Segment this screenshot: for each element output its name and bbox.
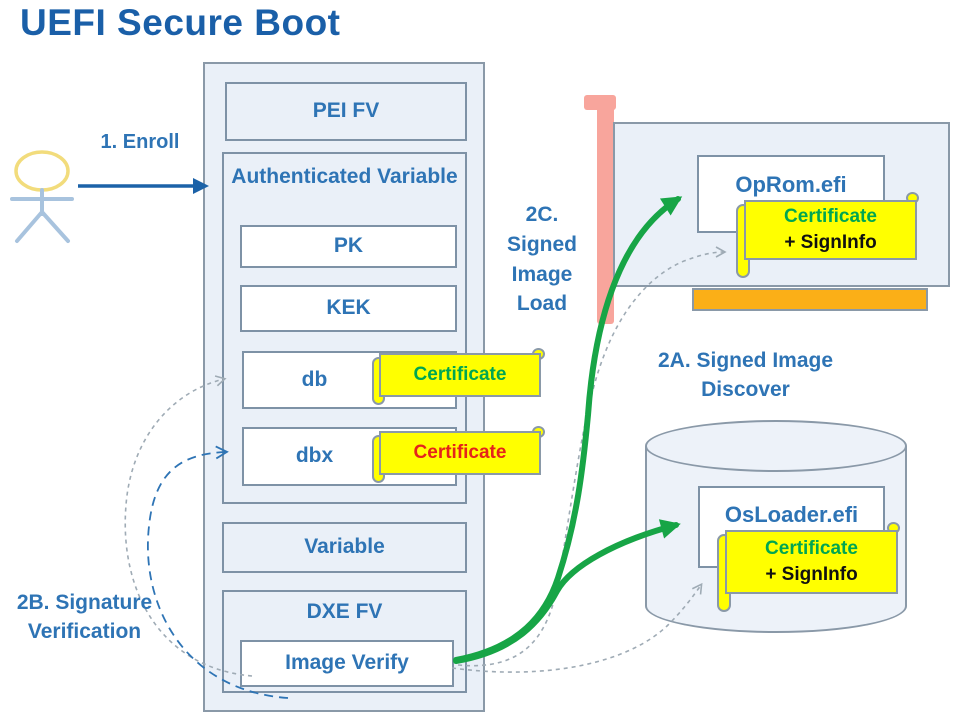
- db-label: db: [301, 367, 328, 391]
- image-verify-box: Image Verify: [240, 640, 454, 687]
- oprom-certificate-scroll: Certificate + SignInfo: [736, 192, 919, 278]
- page-title: UEFI Secure Boot: [20, 2, 341, 43]
- actor-figure: [10, 150, 74, 243]
- dbx-label: dbx: [295, 444, 334, 468]
- pei-fv-label: PEI FV: [312, 99, 380, 123]
- os-storage-cylinder-top: [645, 420, 907, 472]
- dxe-fv-label: DXE FV: [306, 600, 383, 623]
- variable-label: Variable: [304, 535, 385, 559]
- pei-fv-box: PEI FV: [225, 82, 467, 141]
- pci-bracket-bar: [597, 95, 614, 324]
- variable-box: Variable: [222, 522, 467, 573]
- signed-image-discover-label: 2A. Signed Image Discover: [657, 349, 834, 402]
- certificate-text: Certificate: [413, 364, 507, 386]
- oprom-card-connector: [692, 288, 928, 311]
- signinfo-text: + SignInfo: [784, 232, 877, 253]
- certificate-text: Certificate: [765, 538, 858, 560]
- certificate-text: Certificate: [413, 442, 507, 464]
- osloader-certificate-scroll: Certificate + SignInfo: [717, 522, 900, 612]
- dbx-certificate-scroll: Certificate: [372, 426, 545, 483]
- certificate-text: Certificate: [784, 206, 877, 228]
- signinfo-text: + SignInfo: [765, 564, 858, 585]
- pk-box: PK: [240, 225, 457, 268]
- actor-head: [14, 150, 70, 192]
- signed-image-load-label: 2C. Signed Image Load: [506, 203, 577, 316]
- image-verify-label: Image Verify: [285, 651, 409, 675]
- pk-label: PK: [333, 234, 364, 258]
- osloader-efi-label: OsLoader.efi: [724, 502, 859, 527]
- enroll-label: 1. Enroll: [100, 131, 180, 153]
- kek-box: KEK: [240, 285, 457, 332]
- signature-verification-label: 2B. Signature Verification: [16, 591, 153, 644]
- authenticated-variable-label: Authenticated Variable: [231, 165, 458, 188]
- oprom-efi-label: OpRom.efi: [735, 172, 847, 197]
- green-arrow-osloader: [453, 519, 681, 664]
- kek-label: KEK: [326, 296, 371, 320]
- db-certificate-scroll: Certificate: [372, 348, 545, 405]
- actor-body: [10, 188, 74, 243]
